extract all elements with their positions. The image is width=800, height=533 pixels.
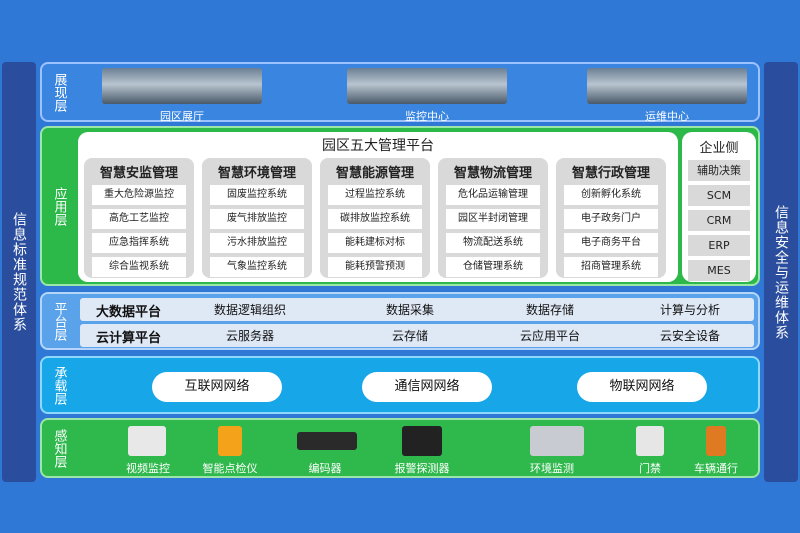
enterprise-item: SCM bbox=[688, 185, 750, 206]
device-caption: 环境监测 bbox=[530, 462, 574, 475]
column-item: 仓储管理系统 bbox=[446, 257, 540, 277]
bar-item: 数据逻辑组织 bbox=[213, 303, 286, 317]
presentation-layer-label: 展现层 bbox=[51, 72, 67, 112]
column-item: 电子政务门户 bbox=[564, 209, 658, 229]
column-item: 综合监视系统 bbox=[92, 257, 186, 277]
environment-column: 智慧环境管理 固废监控系统 废气排放监控 污水排放监控 气象监控系统 bbox=[202, 158, 312, 278]
column-item: 应急指挥系统 bbox=[92, 233, 186, 253]
security-ops-system-bar: 信息安全与运维体系 bbox=[764, 62, 798, 482]
enterprise-item: 辅助决策 bbox=[688, 160, 750, 181]
column-item: 碳排放监控系统 bbox=[328, 209, 422, 229]
iot-cloud: 物联网网络 bbox=[577, 372, 707, 402]
exhibition-hall-caption: 园区展厅 bbox=[160, 110, 204, 123]
bar-item: 云应用平台 bbox=[519, 329, 580, 343]
energy-column: 智慧能源管理 过程监控系统 碳排放监控系统 能耗建标对标 能耗预警预测 bbox=[320, 158, 430, 278]
enterprise-item: ERP bbox=[688, 235, 750, 256]
access-control-icon bbox=[636, 426, 664, 456]
detector-icon bbox=[402, 426, 442, 456]
encoder-icon bbox=[297, 432, 357, 450]
column-item: 固废监控系统 bbox=[210, 185, 304, 205]
bigdata-platform-bar: 大数据平台 数据逻辑组织 数据采集 数据存储 计算与分析 bbox=[80, 298, 754, 321]
device-caption: 报警探测器 bbox=[394, 462, 450, 475]
enterprise-title: 企业侧 bbox=[699, 141, 739, 156]
exhibition-hall-image bbox=[102, 68, 262, 104]
safety-column: 智慧安监管理 重大危险源监控 高危工艺监控 应急指挥系统 综合监视系统 bbox=[84, 158, 194, 278]
handheld-icon bbox=[218, 426, 242, 456]
presentation-layer: 展现层 园区展厅 监控中心 运维中心 bbox=[40, 62, 760, 123]
column-item: 园区半封闭管理 bbox=[446, 209, 540, 229]
column-item: 气象监控系统 bbox=[210, 257, 304, 277]
device-caption: 智能点检仪 bbox=[202, 462, 258, 475]
device-caption: 视频监控 bbox=[126, 462, 170, 475]
carrier-layer: 承载层 互联网网络 通信网网络 物联网网络 bbox=[40, 356, 760, 414]
enterprise-item: MES bbox=[688, 260, 750, 281]
column-title: 智慧行政管理 bbox=[571, 166, 650, 181]
application-layer-label: 应用层 bbox=[51, 186, 67, 226]
column-item: 创新孵化系统 bbox=[564, 185, 658, 205]
vehicle-gate-icon bbox=[706, 426, 726, 456]
bar-item: 计算与分析 bbox=[659, 303, 720, 317]
admin-column: 智慧行政管理 创新孵化系统 电子政务门户 电子商务平台 招商管理系统 bbox=[556, 158, 666, 278]
column-item: 废气排放监控 bbox=[210, 209, 304, 229]
carrier-layer-label: 承载层 bbox=[51, 365, 67, 405]
column-item: 招商管理系统 bbox=[564, 257, 658, 277]
column-title: 智慧环境管理 bbox=[217, 166, 296, 181]
column-title: 智慧能源管理 bbox=[335, 166, 414, 181]
ops-center-caption: 运维中心 bbox=[645, 110, 689, 123]
device-caption: 门禁 bbox=[639, 462, 661, 475]
column-title: 智慧物流管理 bbox=[453, 166, 532, 181]
column-item: 能耗建标对标 bbox=[328, 233, 422, 253]
ops-center-image bbox=[587, 68, 747, 104]
perception-layer: 感知层 视频监控 智能点检仪 编码器 报警探测器 环境监测 门禁 车辆通行 bbox=[40, 418, 760, 478]
telecom-cloud: 通信网网络 bbox=[362, 372, 492, 402]
column-item: 能耗预警预测 bbox=[328, 257, 422, 277]
device-caption: 车辆通行 bbox=[694, 462, 738, 475]
bar-title: 大数据平台 bbox=[96, 305, 162, 320]
internet-cloud: 互联网网络 bbox=[152, 372, 282, 402]
monitoring-center-caption: 监控中心 bbox=[405, 110, 449, 123]
bar-item: 云存储 bbox=[391, 329, 428, 343]
platform-layer: 平台层 大数据平台 数据逻辑组织 数据采集 数据存储 计算与分析 云计算平台 云… bbox=[40, 292, 760, 350]
column-item: 污水排放监控 bbox=[210, 233, 304, 253]
column-title: 智慧安监管理 bbox=[99, 166, 178, 181]
cloud-platform-bar: 云计算平台 云服务器 云存储 云应用平台 云安全设备 bbox=[80, 324, 754, 347]
bar-item: 云服务器 bbox=[225, 329, 274, 343]
column-item: 物流配送系统 bbox=[446, 233, 540, 253]
standards-system-bar: 信息标准规范体系 bbox=[2, 62, 36, 482]
env-monitor-icon bbox=[530, 426, 584, 456]
platform-layer-label: 平台层 bbox=[51, 301, 67, 341]
enterprise-side-box: 企业侧 辅助决策 SCM CRM ERP MES bbox=[682, 132, 756, 282]
column-item: 过程监控系统 bbox=[328, 185, 422, 205]
device-caption: 编码器 bbox=[308, 462, 342, 475]
bar-title: 云计算平台 bbox=[96, 331, 162, 346]
enterprise-item: CRM bbox=[688, 210, 750, 231]
platform-title: 园区五大管理平台 bbox=[322, 138, 434, 154]
perception-layer-label: 感知层 bbox=[51, 428, 67, 468]
logistics-column: 智慧物流管理 危化品运输管理 园区半封闭管理 物流配送系统 仓储管理系统 bbox=[438, 158, 548, 278]
column-item: 重大危险源监控 bbox=[92, 185, 186, 205]
five-platforms-box: 园区五大管理平台 智慧安监管理 重大危险源监控 高危工艺监控 应急指挥系统 综合… bbox=[78, 132, 678, 282]
column-item: 电子商务平台 bbox=[564, 233, 658, 253]
bar-item: 数据存储 bbox=[525, 303, 574, 317]
bar-item: 数据采集 bbox=[385, 303, 434, 317]
monitoring-center-image bbox=[347, 68, 507, 104]
application-layer: 应用层 园区五大管理平台 智慧安监管理 重大危险源监控 高危工艺监控 应急指挥系… bbox=[40, 126, 760, 286]
column-item: 危化品运输管理 bbox=[446, 185, 540, 205]
camera-icon bbox=[128, 426, 166, 456]
column-item: 高危工艺监控 bbox=[92, 209, 186, 229]
bar-item: 云安全设备 bbox=[659, 329, 720, 343]
